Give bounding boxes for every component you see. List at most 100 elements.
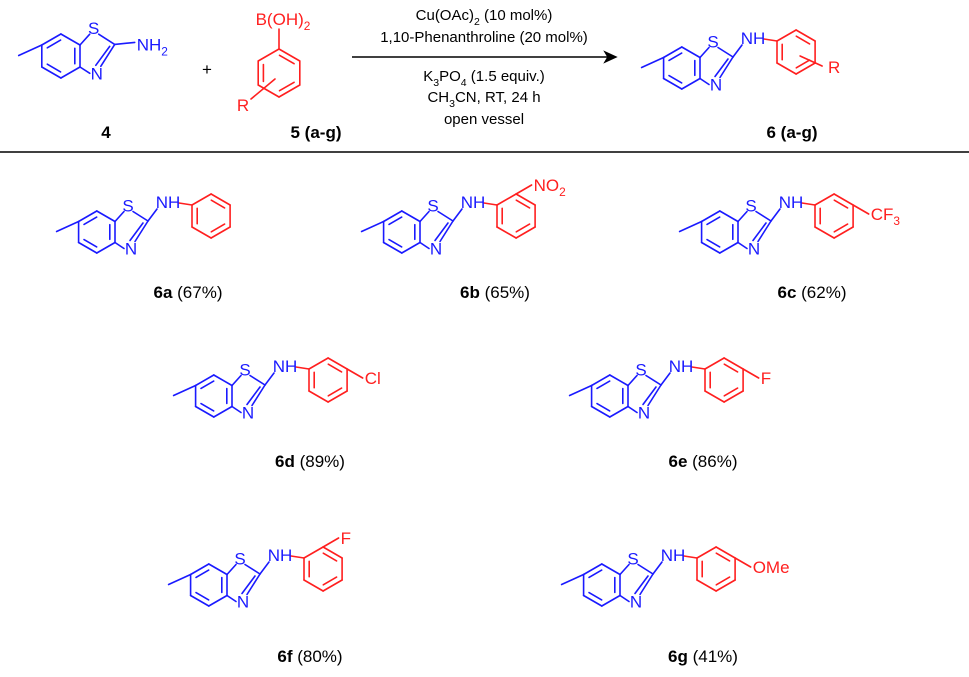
scheme-lines	[0, 50, 969, 153]
benzo-double-bond	[588, 591, 603, 601]
aryl-bond	[191, 226, 212, 239]
thiazole-double-bond	[634, 575, 649, 595]
thiazole-bond	[132, 210, 149, 222]
substituent-label: F	[341, 529, 351, 548]
thiazole-bond	[699, 46, 710, 59]
aryl-link-bond	[483, 202, 498, 206]
amine-bond	[652, 561, 663, 575]
benzo-double-bond	[195, 591, 210, 601]
benzo-bond	[700, 241, 721, 254]
benzo-bond	[189, 563, 210, 576]
substituent-bond	[515, 184, 533, 195]
benzo-double-bond	[706, 238, 721, 248]
substituent-bond	[742, 368, 760, 379]
thiazole-bond	[249, 374, 266, 386]
compound-caption: 6d (89%)	[275, 452, 345, 471]
thiazole-bond	[79, 66, 91, 75]
nh-group: NH	[741, 29, 766, 48]
benzo-bond	[189, 594, 210, 607]
amine-bond	[452, 208, 463, 222]
aryl-bond	[704, 390, 725, 403]
nitrogen-atom: N	[710, 76, 722, 95]
aryl-bond	[308, 390, 329, 403]
aryl-bond	[704, 357, 725, 370]
aryl-bond	[776, 29, 797, 42]
benzo-bond	[213, 405, 233, 418]
aryl-bond	[833, 226, 854, 239]
aryl-bond	[515, 193, 536, 206]
benzo-bond	[680, 77, 701, 90]
thiazole-bond	[719, 56, 734, 79]
thiazole-bond	[251, 384, 266, 407]
methyl-bond	[360, 220, 385, 233]
nh-group: NH	[273, 357, 298, 376]
aryl-bond	[327, 357, 348, 370]
benzo-bond	[96, 241, 116, 254]
aryl-link-bond	[295, 366, 310, 370]
r-group-bond	[250, 78, 276, 100]
aryl-bond	[191, 193, 212, 206]
aryl-bond	[496, 226, 517, 239]
nitrogen-atom: N	[237, 593, 249, 612]
thiazole-bond	[619, 594, 630, 603]
methyl-bond	[640, 56, 665, 69]
nitrogen-atom: N	[638, 404, 650, 423]
nh-group: NH	[779, 193, 804, 212]
aryl-double-bond	[322, 576, 338, 586]
arrow-head	[603, 50, 618, 64]
benzo-double-bond	[388, 216, 403, 226]
r-group-label: R	[237, 96, 249, 115]
amine-bond	[113, 41, 136, 46]
aryl-bond	[303, 546, 324, 559]
benzo-bond	[382, 241, 403, 254]
benzo-bond	[382, 210, 403, 223]
substituent-label: OMe	[753, 558, 790, 577]
benzo-bond	[40, 33, 62, 46]
amine-bond	[259, 561, 270, 575]
aryl-bond	[278, 48, 301, 62]
benzo-bond	[608, 374, 629, 387]
benzo-bond	[662, 77, 683, 90]
sulfur-atom: S	[627, 550, 638, 569]
aryl-bond	[795, 62, 816, 75]
thiazole-bond	[231, 405, 242, 414]
thiazole-bond	[737, 210, 748, 223]
thiazole-bond	[419, 241, 430, 250]
thiazole-bond	[757, 220, 772, 243]
aryl-bond	[210, 193, 231, 206]
compound-caption: 6e (86%)	[669, 452, 738, 471]
thiazole-bond	[627, 374, 638, 387]
nh-group: NH	[669, 357, 694, 376]
substituent-bond	[734, 557, 752, 568]
thiazole-bond	[231, 374, 242, 387]
aryl-bond	[715, 546, 736, 559]
aryl-bond	[322, 579, 343, 592]
benzo-bond	[662, 46, 683, 59]
aryl-double-bond	[795, 59, 811, 69]
thiazole-bond	[114, 210, 125, 223]
benzo-bond	[718, 241, 739, 254]
aryl-bond	[776, 62, 797, 75]
benzo-double-bond	[46, 63, 62, 73]
aryl-bond	[795, 29, 816, 42]
aryl-double-bond	[515, 223, 531, 233]
thiazole-double-bond	[246, 386, 261, 406]
benzo-bond	[40, 66, 62, 79]
aryl-bond	[814, 226, 835, 239]
benzo-double-bond	[596, 380, 611, 390]
compound-caption: 6f (80%)	[277, 647, 342, 666]
thiazole-bond	[100, 43, 116, 68]
benzo-bond	[194, 374, 215, 387]
r-group-label: R	[828, 58, 840, 77]
benzo-bond	[77, 241, 98, 254]
scaffold-bonds	[17, 33, 781, 607]
aryl-link-bond	[691, 366, 706, 370]
aryl-bond	[833, 193, 854, 206]
nitrogen-atom: N	[242, 404, 254, 423]
sulfur-atom: S	[707, 33, 718, 52]
r-group-bond	[799, 55, 823, 67]
benzo-bond	[590, 405, 611, 418]
thiazole-bond	[246, 573, 261, 596]
benzo-bond	[582, 594, 603, 607]
double-bond	[278, 81, 295, 92]
